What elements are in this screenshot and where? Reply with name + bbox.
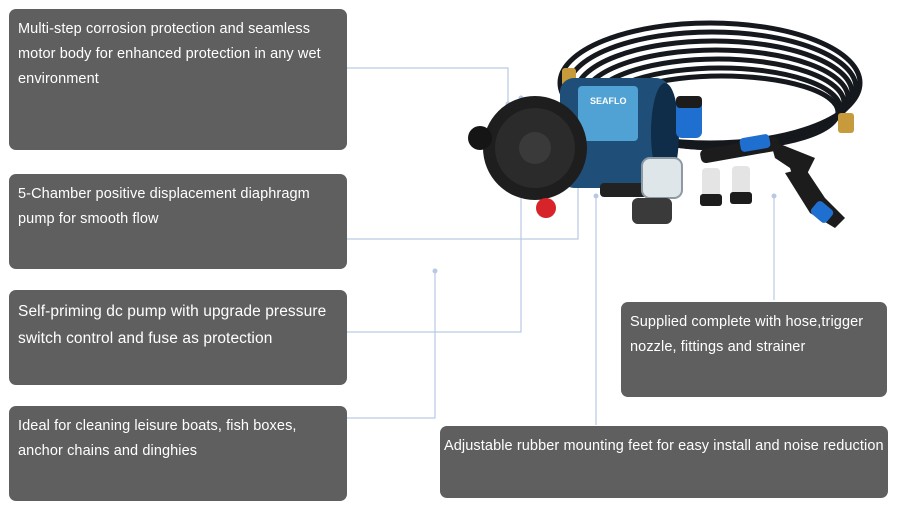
feature-card-supplied: Supplied complete with hose,trigger nozz… <box>621 302 887 397</box>
feature-text: Self-priming dc pump with upgrade pressu… <box>18 303 327 347</box>
brand-label: SEAFLO <box>590 96 627 106</box>
trigger-nozzle-icon <box>700 134 845 228</box>
feature-card-chamber: 5-Chamber positive displacement diaphrag… <box>9 174 347 269</box>
feature-text: 5-Chamber positive displacement diaphrag… <box>18 186 310 227</box>
feature-card-ideal-for: Ideal for cleaning leisure boats, fish b… <box>9 406 347 501</box>
hose-connector-icon <box>676 96 702 138</box>
feature-card-self-priming: Self-priming dc pump with upgrade pressu… <box>9 290 347 385</box>
strainer-icon <box>632 157 683 224</box>
feature-text: Ideal for cleaning leisure boats, fish b… <box>18 418 297 459</box>
pump-head-icon <box>468 96 587 218</box>
feature-card-mounting: Adjustable rubber mounting feet for easy… <box>440 426 888 498</box>
feature-text: Adjustable rubber mounting feet for easy… <box>444 438 884 454</box>
feature-card-corrosion: Multi-step corrosion protection and seam… <box>9 9 347 150</box>
feature-text: Supplied complete with hose,trigger nozz… <box>630 314 864 355</box>
pump-kit-illustration: SEAFLO <box>468 20 863 228</box>
feature-text: Multi-step corrosion protection and seam… <box>18 21 321 87</box>
fittings-icon <box>700 166 752 206</box>
brass-fitting-icon <box>838 113 854 133</box>
